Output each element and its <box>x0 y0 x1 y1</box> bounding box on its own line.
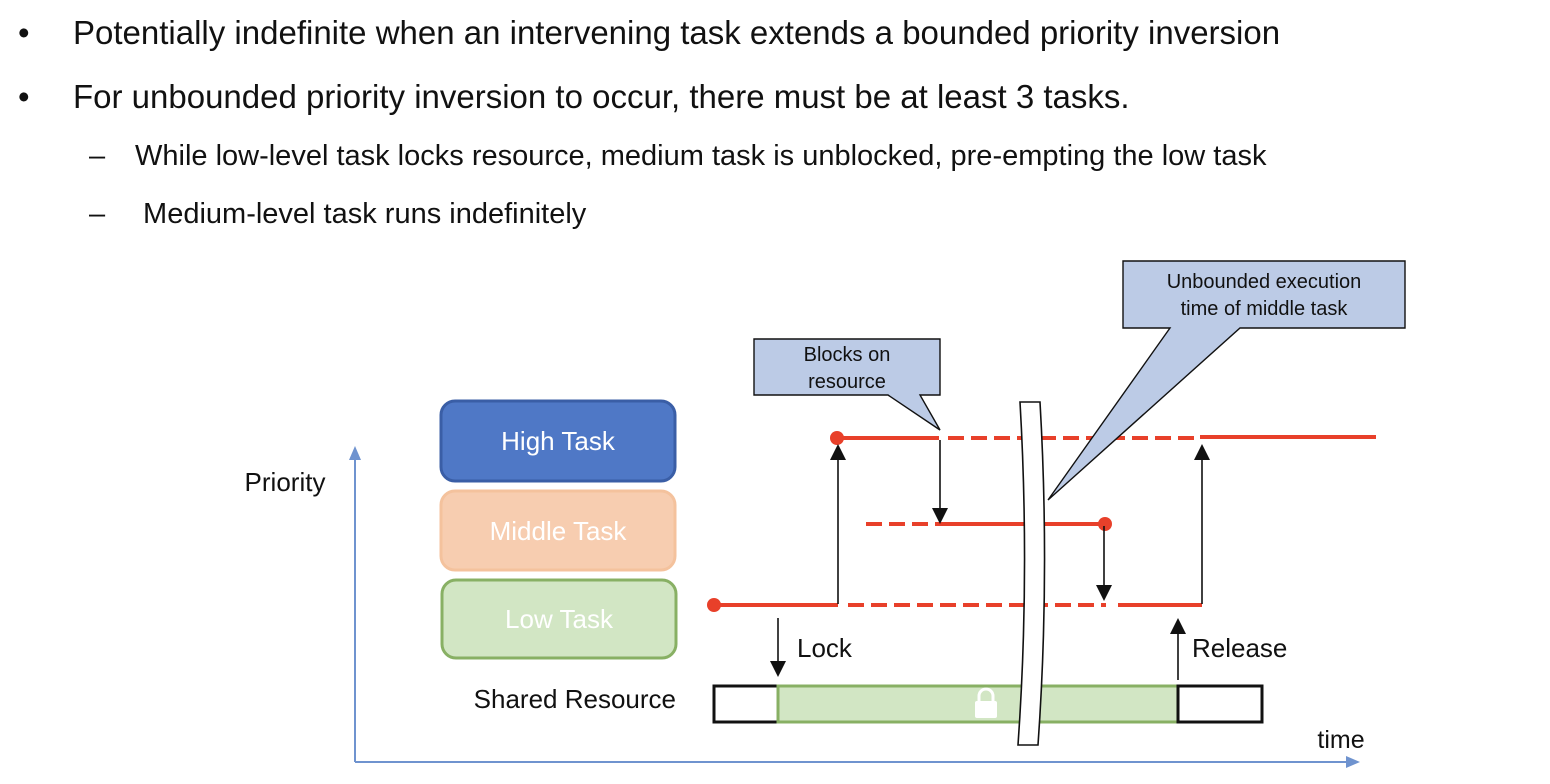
x-axis-arrowhead <box>1346 756 1360 768</box>
bullet-marker: • <box>18 14 30 51</box>
shared-resource-label: Shared Resource <box>474 684 676 714</box>
low-task-box <box>440 578 678 660</box>
release-label: Release <box>1192 633 1287 663</box>
subbullet-text: Medium-level task runs indefinitely <box>135 198 587 230</box>
callout-blocks-line: resource <box>808 371 886 393</box>
bullet-marker: • <box>18 78 30 115</box>
high-task-box <box>439 399 677 483</box>
time-break-band <box>1017 401 1046 746</box>
subbullet-marker: – <box>89 140 106 172</box>
low-task-label: Low Task <box>505 604 614 634</box>
y-axis-label: Priority <box>245 467 326 497</box>
subbullet-marker: – <box>89 198 106 230</box>
subbullet-text: While low-level task locks resource, med… <box>135 140 1267 172</box>
low-task-timeline <box>707 598 1202 612</box>
bullet-text: For unbounded priority inversion to occu… <box>73 78 1130 115</box>
resource-free-segment-end <box>1176 684 1264 724</box>
lock-label: Lock <box>797 633 853 663</box>
high-task-label: High Task <box>501 426 616 456</box>
lock-icon <box>975 687 997 718</box>
callout-unbounded-line: Unbounded execution <box>1167 271 1362 293</box>
callout-blocks-line: Blocks on <box>804 344 891 366</box>
callout-unbounded-execution: Unbounded execution time of middle task <box>1047 260 1406 501</box>
callout-unbounded-line: time of middle task <box>1181 298 1349 320</box>
x-axis-label: time <box>1317 726 1364 754</box>
middle-task-label: Middle Task <box>490 516 628 546</box>
middle-task-timeline <box>866 517 1112 531</box>
resource-free-segment <box>712 684 780 724</box>
high-task-timeline <box>830 431 1376 445</box>
y-axis-arrowhead <box>349 446 361 460</box>
middle-task-dot <box>1098 517 1112 531</box>
bullet-text: Potentially indefinite when an interveni… <box>73 14 1281 51</box>
callout-blocks-on-resource: Blocks on resource <box>753 338 941 431</box>
middle-task-box <box>439 489 677 572</box>
